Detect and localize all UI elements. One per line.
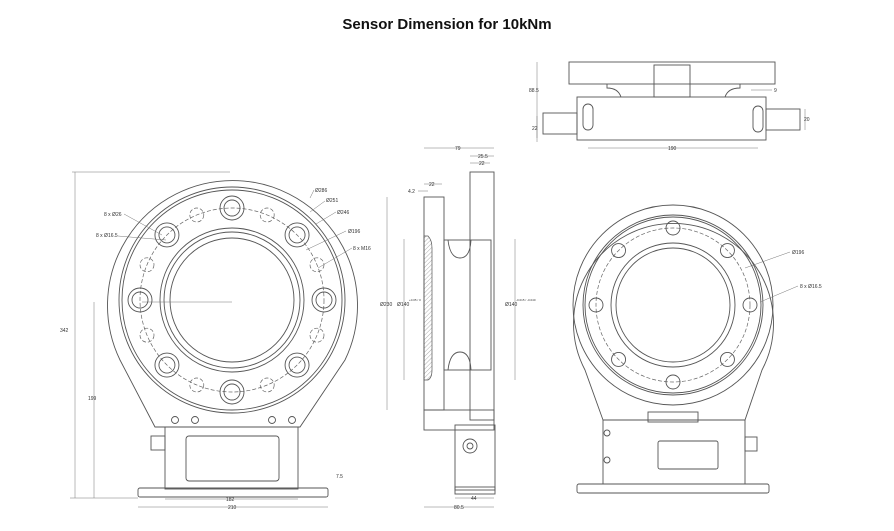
bolt-hole [719, 351, 735, 367]
top-view: 88.5 22 20 9 190 [529, 61, 810, 152]
sensor-body-outline [107, 180, 358, 428]
bolt-hole [127, 287, 153, 313]
bolt-hole [665, 374, 681, 390]
tolerance-right: -0.015 / -0.040 [516, 298, 536, 302]
rear-view: Ø196 8 x Ø16.5 [572, 204, 822, 494]
dim-88-5: 88.5 [529, 88, 539, 94]
bolt-hole [665, 220, 681, 236]
connector-icon [150, 435, 166, 451]
dim-d140-right: Ø140 [505, 302, 517, 308]
bolt-hole [611, 351, 627, 367]
bolt-hole-inner [223, 199, 241, 217]
bolt-hole [154, 352, 180, 378]
bolt-hole [719, 243, 735, 259]
bolt-hole-inner [223, 383, 241, 401]
bolt-hole-inner [288, 356, 306, 374]
threaded-hole [139, 327, 155, 343]
side-view: 79 25.5 22 22 4.2 Ø230 Ø140 +0.05 / 0 Ø1… [380, 146, 536, 511]
bolt-hole [588, 297, 604, 313]
dim-199: 199 [88, 396, 97, 402]
threaded-hole [139, 257, 155, 273]
dim-4-2: 4.2 [408, 189, 415, 195]
bolt-hole-inner [131, 291, 149, 309]
threaded-hole [189, 377, 205, 393]
dim-9: 9 [774, 88, 777, 94]
dim-d196: Ø196 [792, 250, 804, 256]
drawing-title: Sensor Dimension for 10kNm [342, 16, 552, 33]
dim-d286: Ø286 [315, 188, 327, 194]
dim-182: 182 [226, 497, 235, 503]
dim-7-5: 7.5 [336, 474, 343, 480]
bolt-hole [154, 222, 180, 248]
dim-d196: Ø196 [348, 229, 360, 235]
dim-20: 20 [804, 117, 810, 123]
base-foot [137, 487, 329, 498]
dim-79: 79 [455, 146, 461, 152]
center-bore [169, 237, 295, 363]
dim-22: 22 [532, 126, 538, 132]
dim-d246: Ø246 [337, 210, 349, 216]
dim-m16: 8 x M16 [353, 246, 371, 252]
bolt-hole-inner [315, 291, 333, 309]
bolt-hole [219, 379, 245, 405]
dim-80-5: 80.5 [454, 505, 464, 511]
bolt-hole-inner [288, 226, 306, 244]
threaded-hole [309, 257, 325, 273]
dim-d140-left: Ø140 [397, 302, 409, 308]
bolt-hole-inner [158, 356, 176, 374]
connector-housing [164, 426, 299, 490]
dim-holes-16-5: 8 x Ø16.5 [800, 284, 822, 290]
threaded-hole [309, 327, 325, 343]
bolt-hole [311, 287, 337, 313]
connector-icon [744, 436, 758, 452]
bolt-hole [611, 243, 627, 259]
bolt-hole [284, 352, 310, 378]
dim-holes-26: 8 x Ø26 [104, 212, 122, 218]
dim-22-left: 22 [429, 182, 435, 188]
dim-190: 190 [668, 146, 677, 152]
dim-holes-16-5: 8 x Ø16.5 [96, 233, 118, 239]
threaded-hole [189, 207, 205, 223]
threaded-hole [259, 377, 275, 393]
bolt-hole-inner [158, 226, 176, 244]
bolt-hole [742, 297, 758, 313]
tolerance-left: +0.05 / 0 [409, 298, 421, 302]
bolt-hole [284, 222, 310, 248]
bolt-hole [219, 195, 245, 221]
threaded-hole [259, 207, 275, 223]
base-block [576, 96, 767, 141]
dim-342: 342 [60, 328, 69, 334]
dim-d230: Ø230 [380, 302, 392, 308]
dim-25-5: 25.5 [478, 154, 488, 160]
dim-210: 210 [228, 505, 237, 511]
bolt-circle [139, 207, 325, 393]
dim-d251: Ø251 [326, 198, 338, 204]
flange-circle [118, 186, 346, 414]
dim-44: 44 [471, 496, 477, 502]
section-hatch [423, 235, 433, 381]
front-view: 342 199 182 210 7.5 Ø286 Ø251 Ø246 Ø196 … [60, 171, 371, 511]
connector-icon [462, 438, 478, 454]
dim-22-right: 22 [479, 161, 485, 167]
